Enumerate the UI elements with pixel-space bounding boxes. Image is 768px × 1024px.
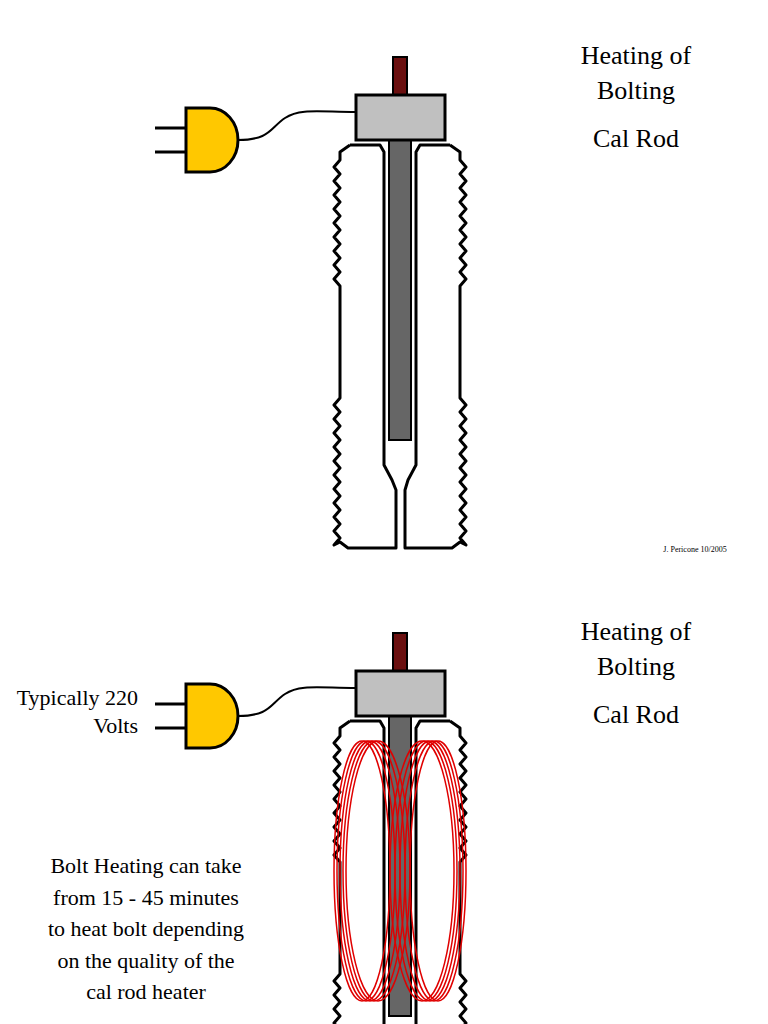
title-text: Heating of Bolting [556, 38, 716, 108]
heater-panel [155, 57, 466, 548]
plug-prong [155, 704, 186, 728]
rod-terminal [393, 57, 407, 95]
bolt-half [334, 145, 396, 548]
author-note: J. Pericone 10/2005 [640, 545, 750, 555]
power-plug [186, 684, 238, 748]
rod-head [356, 671, 445, 716]
bolt-half [405, 145, 466, 548]
rod-head [356, 95, 445, 140]
title-text: Heating of Bolting [556, 614, 716, 684]
rod-terminal [393, 633, 407, 671]
voltage-note: Typically 220 Volts [14, 684, 138, 740]
heat-coil [334, 741, 466, 1001]
power-plug [186, 108, 238, 172]
subtitle-text: Cal Rod [556, 697, 716, 732]
duration-note: Bolt Heating can take from 15 - 45 minut… [46, 850, 246, 1008]
plug-prong [155, 128, 186, 152]
power-cable [238, 111, 356, 140]
cal-rod [389, 138, 411, 440]
subtitle-text: Cal Rod [556, 121, 716, 156]
power-cable [238, 687, 356, 716]
